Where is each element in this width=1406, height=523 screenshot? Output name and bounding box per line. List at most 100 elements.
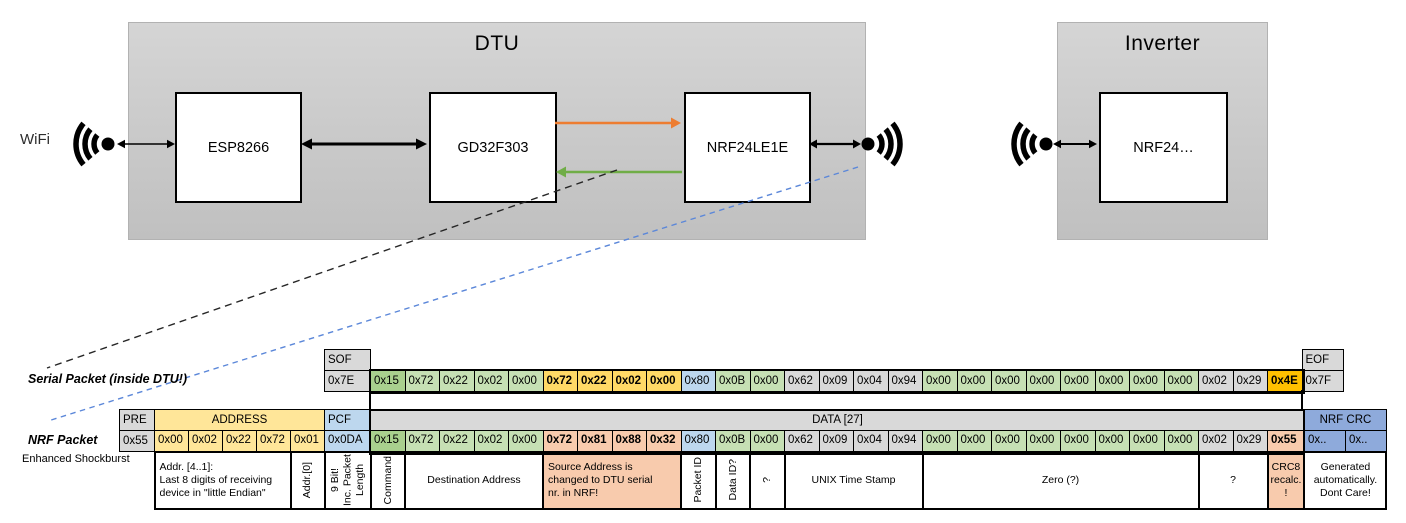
data-header-cell: DATA [27] — [370, 409, 1305, 431]
eof-byte-cell: 0x7F — [1301, 370, 1344, 392]
serial-byte-cell: 0x02 — [611, 370, 647, 392]
chip-inverter-nrf24: NRF24… — [1099, 92, 1228, 203]
pre-header-cell: PRE — [119, 409, 155, 431]
annotation-cell: Generated automatically. Dont Care! — [1303, 450, 1388, 510]
wifi-label: WiFi — [20, 131, 50, 148]
annotation-cell: Packet ID — [680, 450, 717, 510]
nrf-data-byte-cell: 0x00 — [922, 430, 958, 452]
chip-esp8266: ESP8266 — [175, 92, 302, 203]
serial-byte-cell: 0x15 — [370, 370, 406, 392]
annotation-cell: Destination Address — [404, 450, 544, 510]
nrf-data-byte-cell: 0x32 — [646, 430, 682, 452]
serial-packet-label: Serial Packet (inside DTU!) — [28, 372, 188, 386]
wifi-signal-icon — [1011, 121, 1053, 167]
nrf-data-byte-cell: 0x04 — [853, 430, 889, 452]
serial-byte-cell: 0x72 — [542, 370, 578, 392]
annotation-cell: 9 Bit! Inc. Packet Length — [323, 450, 372, 510]
nrf-data-byte-cell: 0x00 — [956, 430, 992, 452]
pre-byte-cell: 0x55 — [119, 430, 155, 452]
sof-header-cell: SOF — [324, 349, 371, 371]
nrf-address-byte-cell: 0x02 — [188, 430, 223, 452]
nrf-data-byte-cell: 0x00 — [508, 430, 544, 452]
nrf-data-byte-cell: 0x02 — [473, 430, 509, 452]
nrf-data-byte-cell: 0x88 — [611, 430, 647, 452]
annotation-cell: Data ID? — [714, 450, 751, 510]
nrf-data-byte-cell: 0x15 — [370, 430, 406, 452]
nrf-crc-byte-cell: 0x.. — [1344, 430, 1387, 452]
pcf-header-cell: PCF — [324, 409, 371, 431]
nrf-address-byte-cell: 0x01 — [290, 430, 325, 452]
serial-byte-cell: 0x0B — [715, 370, 751, 392]
nrf-data-byte-cell: 0x00 — [749, 430, 785, 452]
serial-byte-cell: 0x09 — [818, 370, 854, 392]
serial-byte-cell: 0x22 — [439, 370, 475, 392]
dtu-title: DTU — [474, 32, 520, 55]
nrf-data-byte-cell: 0x09 — [818, 430, 854, 452]
serial-byte-cell: 0x00 — [1060, 370, 1096, 392]
nrf-data-byte-cell: 0x00 — [1094, 430, 1130, 452]
chip-gd32f303: GD32F303 — [429, 92, 557, 203]
serial-byte-cell: 0x00 — [646, 370, 682, 392]
nrf-data-byte-cell: 0x72 — [404, 430, 440, 452]
nrf-data-byte-cell: 0x02 — [1198, 430, 1234, 452]
serial-header-spacer — [371, 350, 1303, 371]
serial-byte-cell: 0x94 — [887, 370, 923, 392]
inverter-container-box: Inverter — [1057, 22, 1268, 240]
serial-byte-cell: 0x4E — [1267, 370, 1303, 392]
serial-byte-cell: 0x72 — [404, 370, 440, 392]
serial-byte-cell: 0x80 — [680, 370, 716, 392]
serial-byte-cell: 0x00 — [749, 370, 785, 392]
serial-byte-cell: 0x29 — [1232, 370, 1268, 392]
nrf-crc-byte-cell: 0x.. — [1303, 430, 1346, 452]
serial-byte-cell: 0x00 — [956, 370, 992, 392]
eof-header-cell: EOF — [1301, 349, 1344, 371]
nrf-data-byte-cell: 0x00 — [991, 430, 1027, 452]
nrf-address-byte-cell: 0x00 — [154, 430, 189, 452]
annotation-cell: Addr.[0] — [289, 450, 326, 510]
serial-byte-cell: 0x22 — [577, 370, 613, 392]
annotation-cell: Zero (?) — [921, 450, 1200, 510]
wifi-signal-icon — [861, 121, 903, 167]
nrf-data-byte-cell: 0x62 — [784, 430, 820, 452]
nrf-address-byte-cell: 0x22 — [222, 430, 257, 452]
serial-byte-cell: 0x00 — [1163, 370, 1199, 392]
nrf-data-byte-cell: 0x94 — [887, 430, 923, 452]
serial-byte-cell: 0x00 — [508, 370, 544, 392]
annotation-cell: Addr. [4..1]: Last 8 digits of receiving… — [153, 450, 292, 510]
annotation-cell: ? — [1197, 450, 1269, 510]
annotation-cell: ? — [749, 450, 786, 510]
nrf-data-byte-cell: 0x00 — [1060, 430, 1096, 452]
nrf-data-byte-cell: 0x22 — [439, 430, 475, 452]
enhanced-shockburst-label: Enhanced Shockburst — [22, 453, 130, 465]
wifi-signal-icon — [73, 121, 115, 167]
nrf-data-byte-cell: 0x80 — [680, 430, 716, 452]
nrf-crc-header-cell: NRF CRC — [1303, 409, 1387, 431]
nrf-packet-label: NRF Packet — [28, 433, 98, 447]
table-connector-line — [1301, 390, 1303, 411]
address-header-cell: ADDRESS — [154, 409, 325, 431]
nrf-data-byte-cell: 0x55 — [1267, 430, 1305, 452]
inverter-title: Inverter — [1124, 32, 1201, 55]
chip-nrf24le1e: NRF24LE1E — [684, 92, 811, 203]
nrf-data-byte-cell: 0x81 — [577, 430, 613, 452]
serial-byte-cell: 0x00 — [1129, 370, 1165, 392]
sof-byte-cell: 0x7E — [324, 370, 371, 392]
serial-byte-cell: 0x00 — [1094, 370, 1130, 392]
annotation-spacer — [120, 452, 155, 509]
serial-byte-cell: 0x00 — [922, 370, 958, 392]
nrf-address-byte-cell: 0x72 — [256, 430, 291, 452]
serial-byte-cell: 0x62 — [784, 370, 820, 392]
nrf-data-byte-cell: 0x00 — [1163, 430, 1199, 452]
serial-byte-cell: 0x02 — [473, 370, 509, 392]
serial-byte-cell: 0x02 — [1198, 370, 1234, 392]
annotation-cell: CRC8 recalc. ! — [1266, 450, 1306, 510]
nrf-data-byte-cell: 0x29 — [1232, 430, 1268, 452]
table-connector-line — [369, 390, 371, 411]
annotation-cell: Command — [369, 450, 406, 510]
serial-byte-cell: 0x00 — [991, 370, 1027, 392]
pcf-byte-cell: 0x0DA — [324, 430, 371, 452]
annotation-cell: Source Address is changed to DTU serial … — [542, 450, 682, 510]
